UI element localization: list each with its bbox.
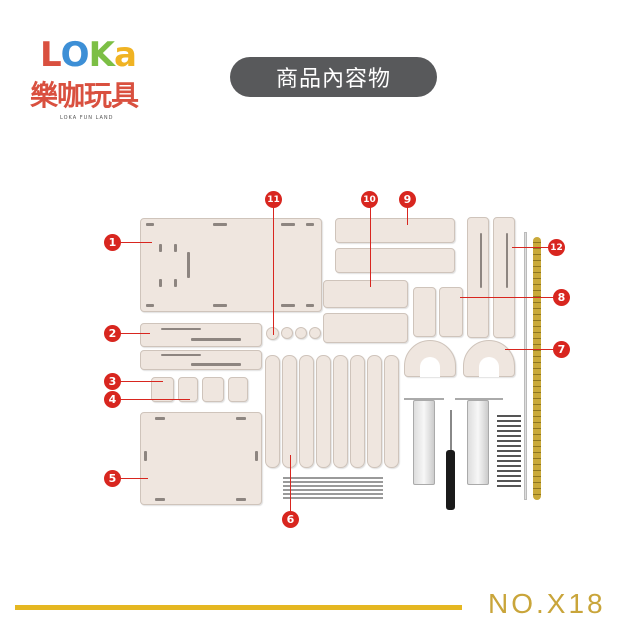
- part-4-block: [178, 377, 198, 402]
- part-11-disc: [266, 327, 279, 340]
- part-label-12: 12: [548, 239, 565, 256]
- part-label-10: 10: [361, 191, 378, 208]
- part-6-strip: [350, 355, 365, 468]
- leader-line: [370, 205, 371, 287]
- part-5-board: [140, 412, 262, 505]
- logo-letter-l: L: [40, 35, 62, 75]
- part-2-bar: [140, 350, 262, 370]
- part-11-disc: [309, 327, 321, 339]
- part-2-bar: [140, 323, 262, 347]
- part-label-2: 2: [104, 325, 121, 342]
- part-11-disc: [281, 327, 293, 339]
- arch-cutout: [420, 357, 440, 377]
- logo: LOKa: [40, 35, 137, 75]
- part-1-base-board: [140, 218, 322, 312]
- leader-line: [120, 333, 150, 334]
- leader-line: [505, 349, 555, 350]
- leader-line: [120, 478, 148, 479]
- thin-rod: [524, 232, 527, 500]
- part-6-strip: [265, 355, 280, 468]
- part-label-1: 1: [104, 234, 121, 251]
- leader-line: [273, 205, 274, 335]
- logo-chinese: 樂咖玩具: [30, 79, 139, 112]
- logo-letter-o: O: [60, 35, 90, 75]
- part-6-strip: [316, 355, 331, 468]
- logo-letter-a: a: [113, 35, 137, 75]
- part-3-block: [202, 377, 224, 402]
- leader-line: [120, 381, 163, 382]
- logo-letter-k: K: [88, 35, 115, 75]
- part-label-5: 5: [104, 470, 121, 487]
- part-10-panel: [323, 280, 408, 308]
- part-6-strip: [367, 355, 382, 468]
- part-6-strip: [333, 355, 348, 468]
- screwdriver-handle: [446, 450, 455, 510]
- syringe-flange: [404, 398, 444, 400]
- screws: [497, 415, 521, 490]
- part-label-6: 6: [282, 511, 299, 528]
- syringe-flange: [455, 398, 503, 400]
- part-8-panel: [413, 287, 436, 337]
- part-6-strip: [384, 355, 399, 468]
- product-code: NO.X18: [488, 588, 606, 619]
- part-label-9: 9: [399, 191, 416, 208]
- leader-line: [120, 242, 152, 243]
- syringe: [413, 400, 435, 485]
- leader-line: [290, 455, 291, 513]
- part-4-block: [228, 377, 248, 402]
- arch-cutout: [479, 357, 499, 377]
- part-11-disc: [295, 327, 307, 339]
- part-10-panel: [323, 313, 408, 343]
- part-9-panel: [335, 248, 455, 273]
- footer-divider: [15, 605, 462, 610]
- part-label-11: 11: [265, 191, 282, 208]
- part-8-panel: [439, 287, 463, 337]
- leader-line: [120, 399, 190, 400]
- part-label-4: 4: [104, 391, 121, 408]
- metal-rod: [283, 497, 383, 499]
- metal-rod: [283, 481, 383, 483]
- bead-chain: [533, 237, 541, 500]
- side-post: [493, 217, 515, 338]
- part-3-block: [151, 377, 174, 402]
- side-post: [467, 217, 489, 338]
- leader-line: [460, 297, 555, 298]
- leader-line: [512, 247, 550, 248]
- screwdriver-shaft: [450, 410, 452, 450]
- syringe: [467, 400, 489, 485]
- part-label-8: 8: [553, 289, 570, 306]
- part-label-7: 7: [553, 341, 570, 358]
- metal-rod: [283, 493, 383, 495]
- part-6-strip: [299, 355, 314, 468]
- metal-rod: [283, 489, 383, 491]
- leader-line: [407, 205, 408, 225]
- part-9-panel: [335, 218, 455, 243]
- metal-rod: [283, 477, 383, 479]
- page-title: 商品內容物: [230, 57, 437, 97]
- part-label-3: 3: [104, 373, 121, 390]
- logo-english: LOKA FUN LAND: [60, 115, 114, 121]
- metal-rod: [283, 485, 383, 487]
- part-6-strip: [282, 355, 297, 468]
